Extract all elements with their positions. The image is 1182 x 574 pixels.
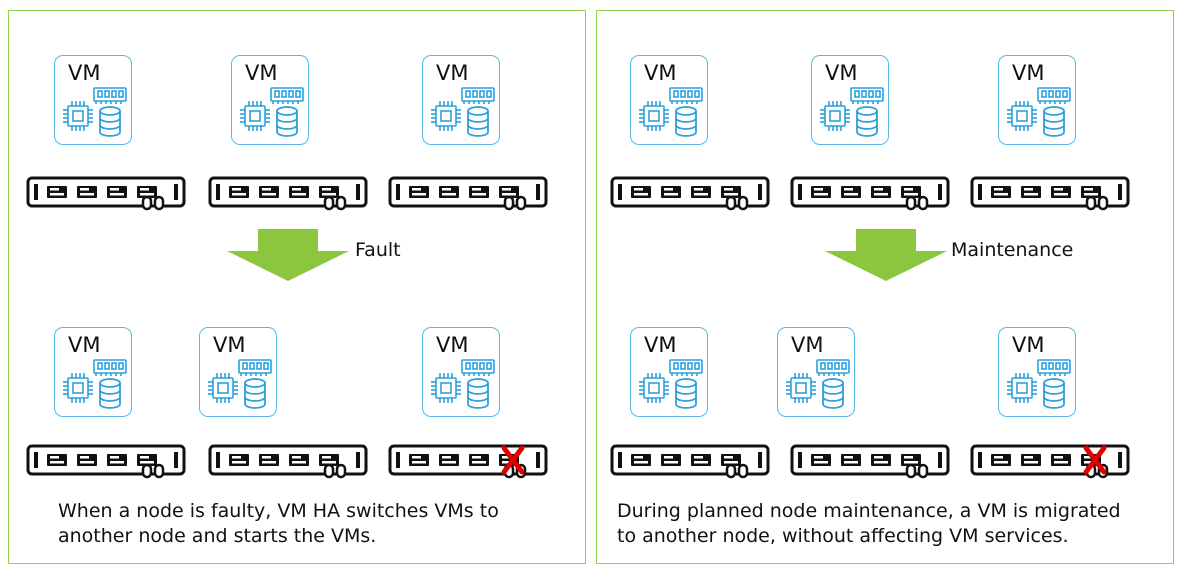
vm-card: VM [998,327,1076,417]
vm-card: VM [630,327,708,417]
caption: During planned node maintenance, a VM is… [617,499,1121,549]
vm-label: VM [436,61,469,85]
down-arrow-icon [825,229,947,281]
vm-resources-icon [638,359,703,409]
vm-resources-icon [785,359,850,409]
vm-label: VM [644,333,677,357]
server-icon [970,176,1130,211]
caption-line: another node and starts the VMs. [58,525,377,547]
vm-card: VM [54,55,132,145]
vm-resources-icon [430,359,495,409]
arrow-label: Fault [355,239,401,261]
vm-resources-icon [819,87,884,137]
vm-resources-icon [1006,359,1071,409]
vm-resources-icon [1006,87,1071,137]
vm-card: VM [231,55,309,145]
arrow-label: Maintenance [951,239,1074,261]
vm-label: VM [436,333,469,357]
server-icon [388,176,548,211]
server-icon [610,176,770,211]
vm-card: VM [199,327,277,417]
caption-line: When a node is faulty, VM HA switches VM… [58,500,499,522]
vm-resources-icon [638,87,703,137]
vm-label: VM [68,61,101,85]
fault-x-icon [501,445,525,475]
caption-line: During planned node maintenance, a VM is… [617,500,1121,522]
server-icon [208,444,368,479]
vm-resources-icon [62,87,127,137]
down-arrow-icon [227,229,349,281]
vm-label: VM [68,333,101,357]
server-icon [790,444,950,479]
vm-card: VM [630,55,708,145]
fault-x-icon [1083,445,1107,475]
vm-card: VM [54,327,132,417]
vm-card: VM [777,327,855,417]
maintenance-panel: VM VM VM Maintenance VM VM VM [596,10,1174,564]
vm-resources-icon [62,359,127,409]
vm-label: VM [245,61,278,85]
failed-server-icon [388,444,548,479]
server-icon [26,444,186,479]
server-icon [26,176,186,211]
vm-resources-icon [207,359,272,409]
server-icon [610,444,770,479]
vm-card: VM [422,327,500,417]
vm-card: VM [811,55,889,145]
caption: When a node is faulty, VM HA switches VM… [58,499,499,549]
vm-label: VM [213,333,246,357]
vm-label: VM [825,61,858,85]
vm-resources-icon [239,87,304,137]
server-icon [208,176,368,211]
vm-label: VM [1012,333,1045,357]
fault-panel: VM VM VM Fault VM VM VM [8,10,586,564]
vm-card: VM [998,55,1076,145]
vm-label: VM [791,333,824,357]
vm-label: VM [644,61,677,85]
server-icon [790,176,950,211]
vm-label: VM [1012,61,1045,85]
caption-line: to another node, without affecting VM se… [617,525,1069,547]
failed-server-icon [970,444,1130,479]
vm-card: VM [422,55,500,145]
vm-resources-icon [430,87,495,137]
